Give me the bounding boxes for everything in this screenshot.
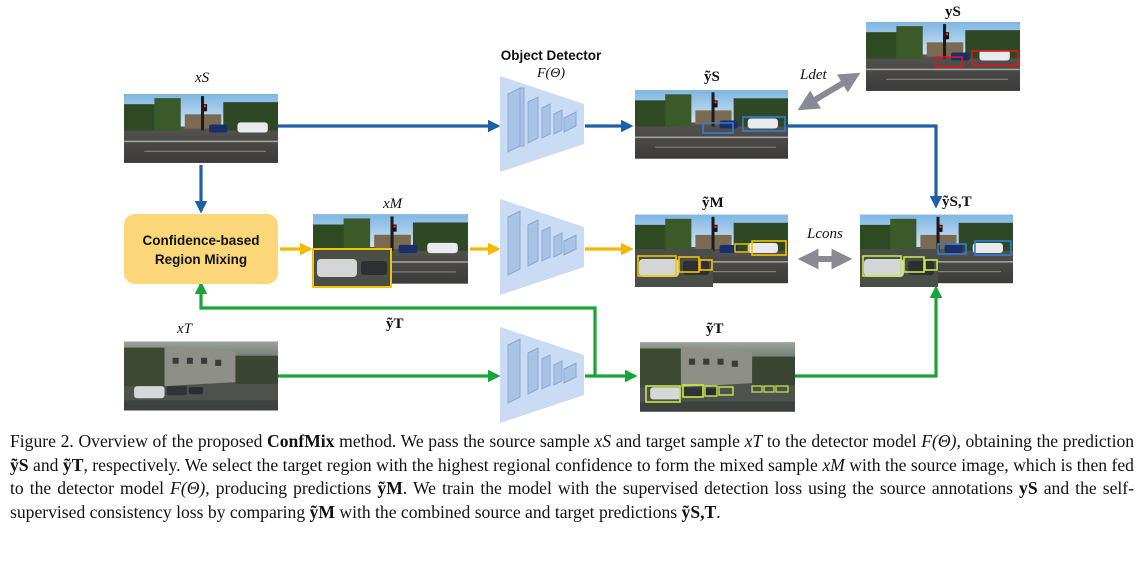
image-prediction-ys xyxy=(635,90,788,159)
caption-math: ỹS,T xyxy=(681,501,717,522)
region-mixing-box: Confidence-based Region Mixing xyxy=(124,214,278,284)
caption-math: xM xyxy=(822,454,845,475)
caption-text: and target sample xyxy=(615,431,740,451)
arrow-ys-pred-to-yst xyxy=(788,124,943,209)
mixing-label-line1: Confidence-based xyxy=(142,233,259,248)
caption-text: with the source image, which is then fed… xyxy=(10,454,1134,499)
label-yt-pred: ỹT xyxy=(706,321,724,337)
caption-text: , producing predictions xyxy=(205,478,372,498)
caption-math: xT xyxy=(744,431,763,451)
caption-text: , respectively. We select the target reg… xyxy=(83,454,818,475)
image-prediction-yt xyxy=(640,342,795,412)
caption-text: . xyxy=(716,501,721,522)
figure-caption: Figure 2. Overview of the proposed ConfM… xyxy=(10,431,1135,522)
label-xm: xM xyxy=(382,196,404,212)
image-combined-yst xyxy=(860,214,1013,287)
label-ym-pred: ỹM xyxy=(702,195,724,211)
caption-math: ỹM xyxy=(309,501,335,522)
label-xt: xT xyxy=(176,321,194,337)
image-target-xt xyxy=(124,341,278,411)
caption-text: . We train the model with the supervised… xyxy=(402,478,1013,498)
caption-text: and the self-supervised consistency loss… xyxy=(10,478,1135,522)
caption-math: ỹM xyxy=(377,478,403,498)
label-ys-gt: yS xyxy=(945,4,961,20)
caption-text: obtaining the prediction xyxy=(965,431,1135,451)
object-detector-bottom xyxy=(500,327,584,423)
image-mixed-xm xyxy=(312,214,468,288)
loss-det-arrow xyxy=(797,72,861,111)
label-loss-det: Ldet xyxy=(799,67,828,83)
caption-math: F(Θ) xyxy=(921,431,957,451)
caption-math: yS xyxy=(1019,478,1038,498)
caption-text: and xyxy=(33,454,59,475)
caption-figure: Figure 2. xyxy=(10,431,74,451)
detector-param: F(Θ) xyxy=(536,66,565,81)
image-prediction-ym xyxy=(635,214,788,287)
caption-math: ỹS xyxy=(10,454,29,475)
label-xs: xS xyxy=(194,70,210,86)
label-loss-cons: Lcons xyxy=(806,226,843,242)
arrow-yt-pred-to-yst xyxy=(795,285,943,378)
mixing-label-line2: Region Mixing xyxy=(155,252,247,267)
caption-math: ỹT xyxy=(62,454,84,475)
object-detector-top xyxy=(500,76,584,172)
method-diagram: Confidence-based Region Mixing Object De… xyxy=(124,4,1020,423)
caption-text: to the detector model xyxy=(766,431,917,451)
label-yst: ỹS,T xyxy=(942,194,972,210)
label-yt-mid: ỹT xyxy=(386,316,404,332)
caption-math: xS xyxy=(594,431,612,451)
image-source-xs xyxy=(124,94,278,163)
image-ground-truth-ys xyxy=(866,22,1020,91)
caption-math: F(Θ) xyxy=(170,478,206,498)
arrow-yt-pred-to-mixing xyxy=(194,281,597,376)
detector-title: Object Detector xyxy=(501,48,602,63)
label-ys-pred: ỹS xyxy=(704,69,720,85)
caption-text: Overview of the proposed xyxy=(78,431,263,451)
caption-text: with the combined source and target pred… xyxy=(339,501,678,522)
caption-method-name: ConfMix xyxy=(267,431,335,451)
caption-text: method. We pass the source sample xyxy=(339,431,590,451)
object-detector-mid xyxy=(500,199,584,295)
